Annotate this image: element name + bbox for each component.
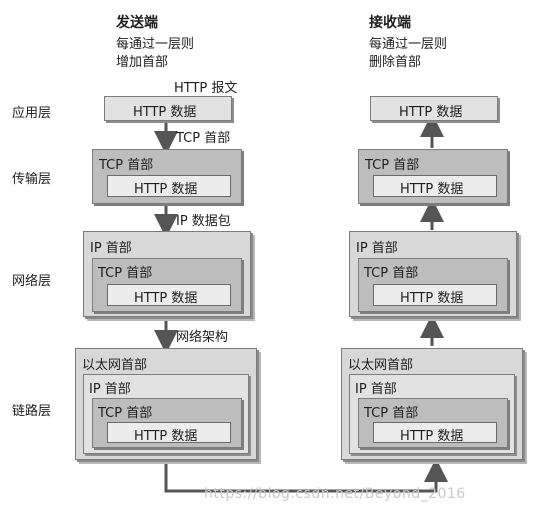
receiver-transport-box: TCP 首部 HTTP 数据 [358,149,508,204]
http-data-box: HTTP 数据 [107,175,231,197]
layer-application: 应用层 [12,106,52,121]
http-data-label: HTTP 数据 [134,182,198,197]
http-message-label: HTTP 报文 [174,81,238,96]
tcp-header-label: TCP 首部 [98,406,153,421]
http-data-box: HTTP 数据 [373,422,497,444]
layer-transport: 传输层 [12,172,52,187]
http-data-box: HTTP 数据 [373,284,497,306]
http-data-label: HTTP 数据 [400,429,464,444]
sender-transport-box: TCP 首部 HTTP 数据 [92,149,242,204]
http-data-box: HTTP 数据 [107,284,231,306]
http-data-label: HTTP 数据 [134,291,198,306]
sender-desc-line-2: 增加首部 [116,55,169,70]
ip-packet-box: IP 首部 TCP 首部 HTTP 数据 [349,374,515,454]
sender-link-box: 以太网首部 IP 首部 TCP 首部 HTTP 数据 [75,348,257,460]
arrow-label-ip-packet: IP 数据包 [176,214,231,229]
tcp-segment-box: TCP 首部 HTTP 数据 [92,258,242,312]
ip-header-label: IP 首部 [356,241,398,256]
tcp-header-label: TCP 首部 [98,266,153,281]
ethernet-header-label: 以太网首部 [82,358,148,373]
ip-header-label: IP 首部 [89,382,131,397]
tcp-header-label: TCP 首部 [365,158,420,173]
arrow-label-tcp-header: TCP 首部 [176,131,231,146]
receiver-network-box: IP 首部 TCP 首部 HTTP 数据 [349,231,517,317]
sender-desc-line-1: 每通过一层则 [116,37,195,52]
ip-header-label: IP 首部 [90,241,132,256]
http-data-box: HTTP 数据 [373,175,497,197]
sender-network-box: IP 首部 TCP 首部 HTTP 数据 [83,231,251,317]
receiver-title: 接收端 [369,15,411,31]
tcp-header-label: TCP 首部 [364,406,419,421]
receiver-app-box: HTTP 数据 [370,96,498,121]
tcp-header-label: TCP 首部 [364,266,419,281]
http-data-box: HTTP 数据 [107,422,231,444]
ip-header-label: IP 首部 [355,382,397,397]
http-data-label: HTTP 数据 [400,182,464,197]
watermark: https://blog.csdn.net/Beyond_2016 [204,486,466,502]
ip-packet-box: IP 首部 TCP 首部 HTTP 数据 [83,374,249,454]
receiver-desc-line-1: 每通过一层则 [369,37,448,52]
receiver-desc-line-2: 删除首部 [369,55,422,70]
sender-title: 发送端 [116,15,158,31]
tcp-segment-box: TCP 首部 HTTP 数据 [358,398,508,448]
sender-app-box: HTTP 数据 [104,96,232,121]
arrow-label-network-frame: 网络架构 [176,330,229,345]
layer-network: 网络层 [12,274,52,289]
tcp-segment-box: TCP 首部 HTTP 数据 [92,398,242,448]
tcp-segment-box: TCP 首部 HTTP 数据 [358,258,508,312]
http-data-label: HTTP 数据 [399,105,463,120]
arrow-physical-path [164,458,448,493]
layer-link: 链路层 [12,404,52,419]
ethernet-header-label: 以太网首部 [348,358,414,373]
http-data-label: HTTP 数据 [134,429,198,444]
tcp-header-label: TCP 首部 [99,158,154,173]
http-data-label: HTTP 数据 [400,291,464,306]
receiver-link-box: 以太网首部 IP 首部 TCP 首部 HTTP 数据 [341,348,523,460]
http-data-label: HTTP 数据 [133,105,197,120]
